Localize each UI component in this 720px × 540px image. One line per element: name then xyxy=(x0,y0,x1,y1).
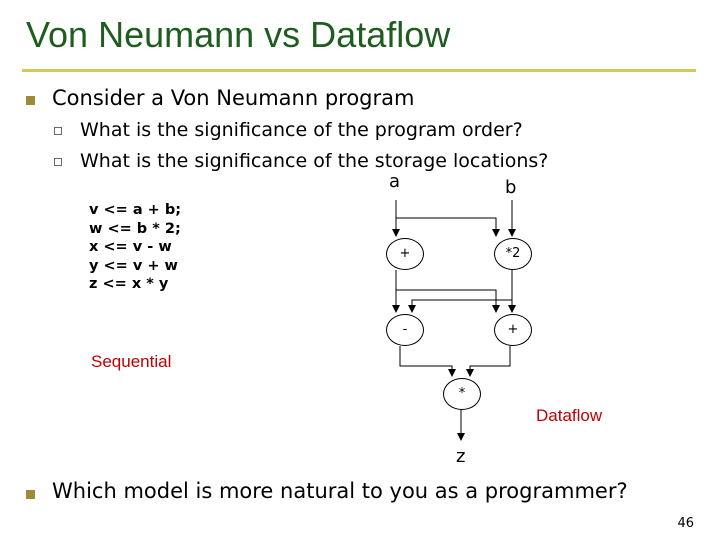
sequential-label: Sequential xyxy=(91,352,172,371)
edge-plus-plus xyxy=(396,289,500,313)
code-block: v <= a + b; w <= b * 2; x <= v - w y <= … xyxy=(89,201,181,294)
slide-title: Von Neumann vs Dataflow xyxy=(26,14,451,55)
dataflow-label: Dataflow xyxy=(536,406,603,425)
input-a-label: a xyxy=(389,171,401,192)
title-divider xyxy=(22,69,696,72)
bullet-square-icon xyxy=(26,96,35,105)
code-line: v <= a + b; xyxy=(89,202,182,218)
sub-bullet-text: What is the significance of the storage … xyxy=(80,150,549,172)
sub-bullet-square-icon xyxy=(54,127,62,135)
multiply-node: * xyxy=(443,378,481,410)
sub-bullet-text: What is the significance of the program … xyxy=(80,119,523,141)
bullet-text: Which model is more natural to you as a … xyxy=(52,479,628,503)
edge-plus-times xyxy=(466,346,511,377)
code-line: w <= b * 2; xyxy=(89,220,181,237)
code-line: x <= v - w xyxy=(89,239,172,255)
add-node: + xyxy=(494,314,532,346)
add-node: + xyxy=(386,238,424,270)
times-two-node: *2 xyxy=(494,238,532,270)
input-b-label: b xyxy=(505,177,517,198)
edge-times2-minus xyxy=(408,299,512,313)
subtract-node: - xyxy=(386,314,424,346)
bullet-text: Consider a Von Neumann program xyxy=(52,86,415,110)
page-number: 46 xyxy=(677,516,694,531)
output-z-label: z xyxy=(456,446,466,467)
code-line: z <= x * y xyxy=(89,276,169,292)
edge-minus-times xyxy=(399,346,456,377)
edge-a-to-right xyxy=(396,217,500,237)
sub-bullet-square-icon xyxy=(54,158,62,166)
code-line: y <= v + w xyxy=(89,257,178,274)
bullet-square-icon xyxy=(26,490,35,499)
